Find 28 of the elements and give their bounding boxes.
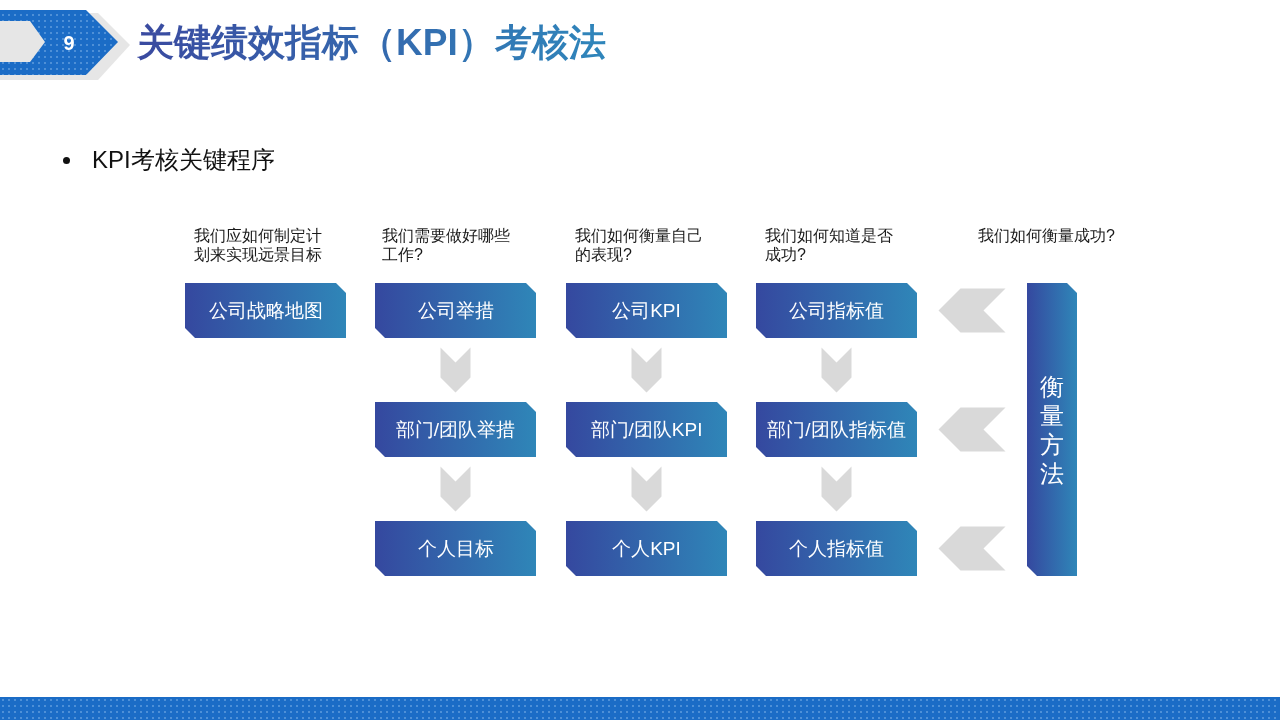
process-box: 部门/团队KPI xyxy=(566,402,727,457)
title: 关键绩效指标（KPI）考核法 xyxy=(137,21,606,65)
chevron-arrow xyxy=(631,347,662,393)
chevron-arrow xyxy=(938,288,1006,333)
process-box: 公司指标值 xyxy=(756,283,917,338)
process-box: 个人目标 xyxy=(375,521,536,576)
chevron-arrow xyxy=(440,347,471,393)
process-box: 公司战略地图 xyxy=(185,283,346,338)
process-box: 公司KPI xyxy=(566,283,727,338)
question-text: 我们如何知道是否成功? xyxy=(765,226,894,264)
question-text: 我们需要做好哪些工作? xyxy=(382,226,511,264)
process-box: 公司举措 xyxy=(375,283,536,338)
question-text: 我们如何衡量成功? xyxy=(978,226,1116,245)
page-number: 9 xyxy=(63,31,75,55)
question-text: 我们应如何制定计划来实现远景目标 xyxy=(194,226,323,264)
chevron-arrow xyxy=(631,466,662,512)
chevron-arrow xyxy=(821,347,852,393)
process-box: 部门/团队举措 xyxy=(375,402,536,457)
process-box: 个人KPI xyxy=(566,521,727,576)
list-item: KPI考核关键程序 xyxy=(92,146,275,174)
chevron-arrow xyxy=(938,407,1006,452)
process-box: 部门/团队指标值 xyxy=(756,402,917,457)
vertical-box: 衡量方法 xyxy=(1027,283,1077,576)
question-text: 我们如何衡量自己的表现? xyxy=(575,226,704,264)
process-box: 个人指标值 xyxy=(756,521,917,576)
chevron-arrow xyxy=(440,466,471,512)
chevron-arrow xyxy=(938,526,1006,571)
chevron-arrow xyxy=(821,466,852,512)
